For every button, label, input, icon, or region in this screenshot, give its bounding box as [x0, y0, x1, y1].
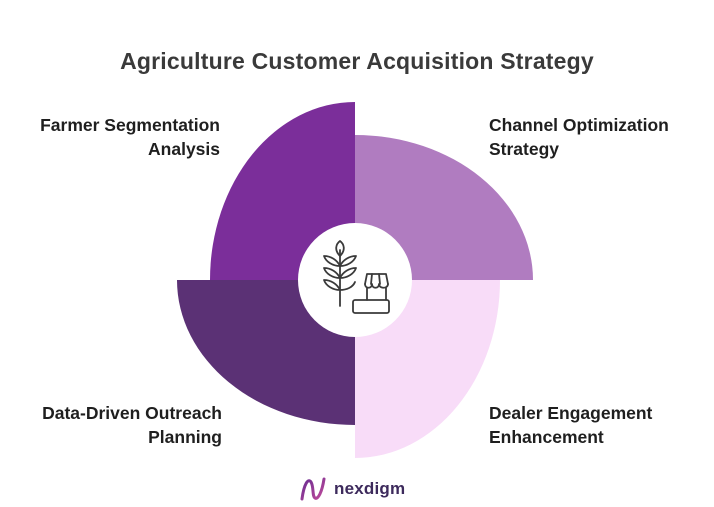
segment-channel-optimization	[355, 135, 533, 280]
diagram-title: Agriculture Customer Acquisition Strateg…	[120, 48, 594, 74]
segment-farmer-segmentation	[210, 102, 355, 280]
label-data-driven-outreach: Data-Driven Outreach Planning	[10, 401, 222, 449]
label-line: Farmer Segmentation	[40, 115, 220, 135]
label-line: Channel Optimization	[489, 115, 669, 135]
label-channel-optimization: Channel Optimization Strategy	[489, 113, 709, 161]
brand-name: nexdigm	[334, 479, 406, 498]
nexdigm-logo-icon	[300, 477, 326, 501]
brand-logo: nexdigm	[298, 474, 405, 504]
wheat-and-market-stall-icon	[323, 240, 390, 314]
label-line: Planning	[148, 427, 222, 447]
label-line: Data-Driven Outreach	[42, 403, 222, 423]
label-line: Dealer Engagement	[489, 403, 653, 423]
segment-data-driven-outreach	[177, 280, 355, 425]
segment-dealer-engagement	[355, 280, 500, 458]
center-circle	[298, 223, 412, 337]
label-line: Strategy	[489, 139, 560, 159]
label-line: Enhancement	[489, 427, 604, 447]
label-farmer-segmentation: Farmer Segmentation Analysis	[20, 113, 220, 161]
label-line: Analysis	[148, 139, 220, 159]
label-dealer-engagement: Dealer Engagement Enhancement	[489, 401, 709, 449]
